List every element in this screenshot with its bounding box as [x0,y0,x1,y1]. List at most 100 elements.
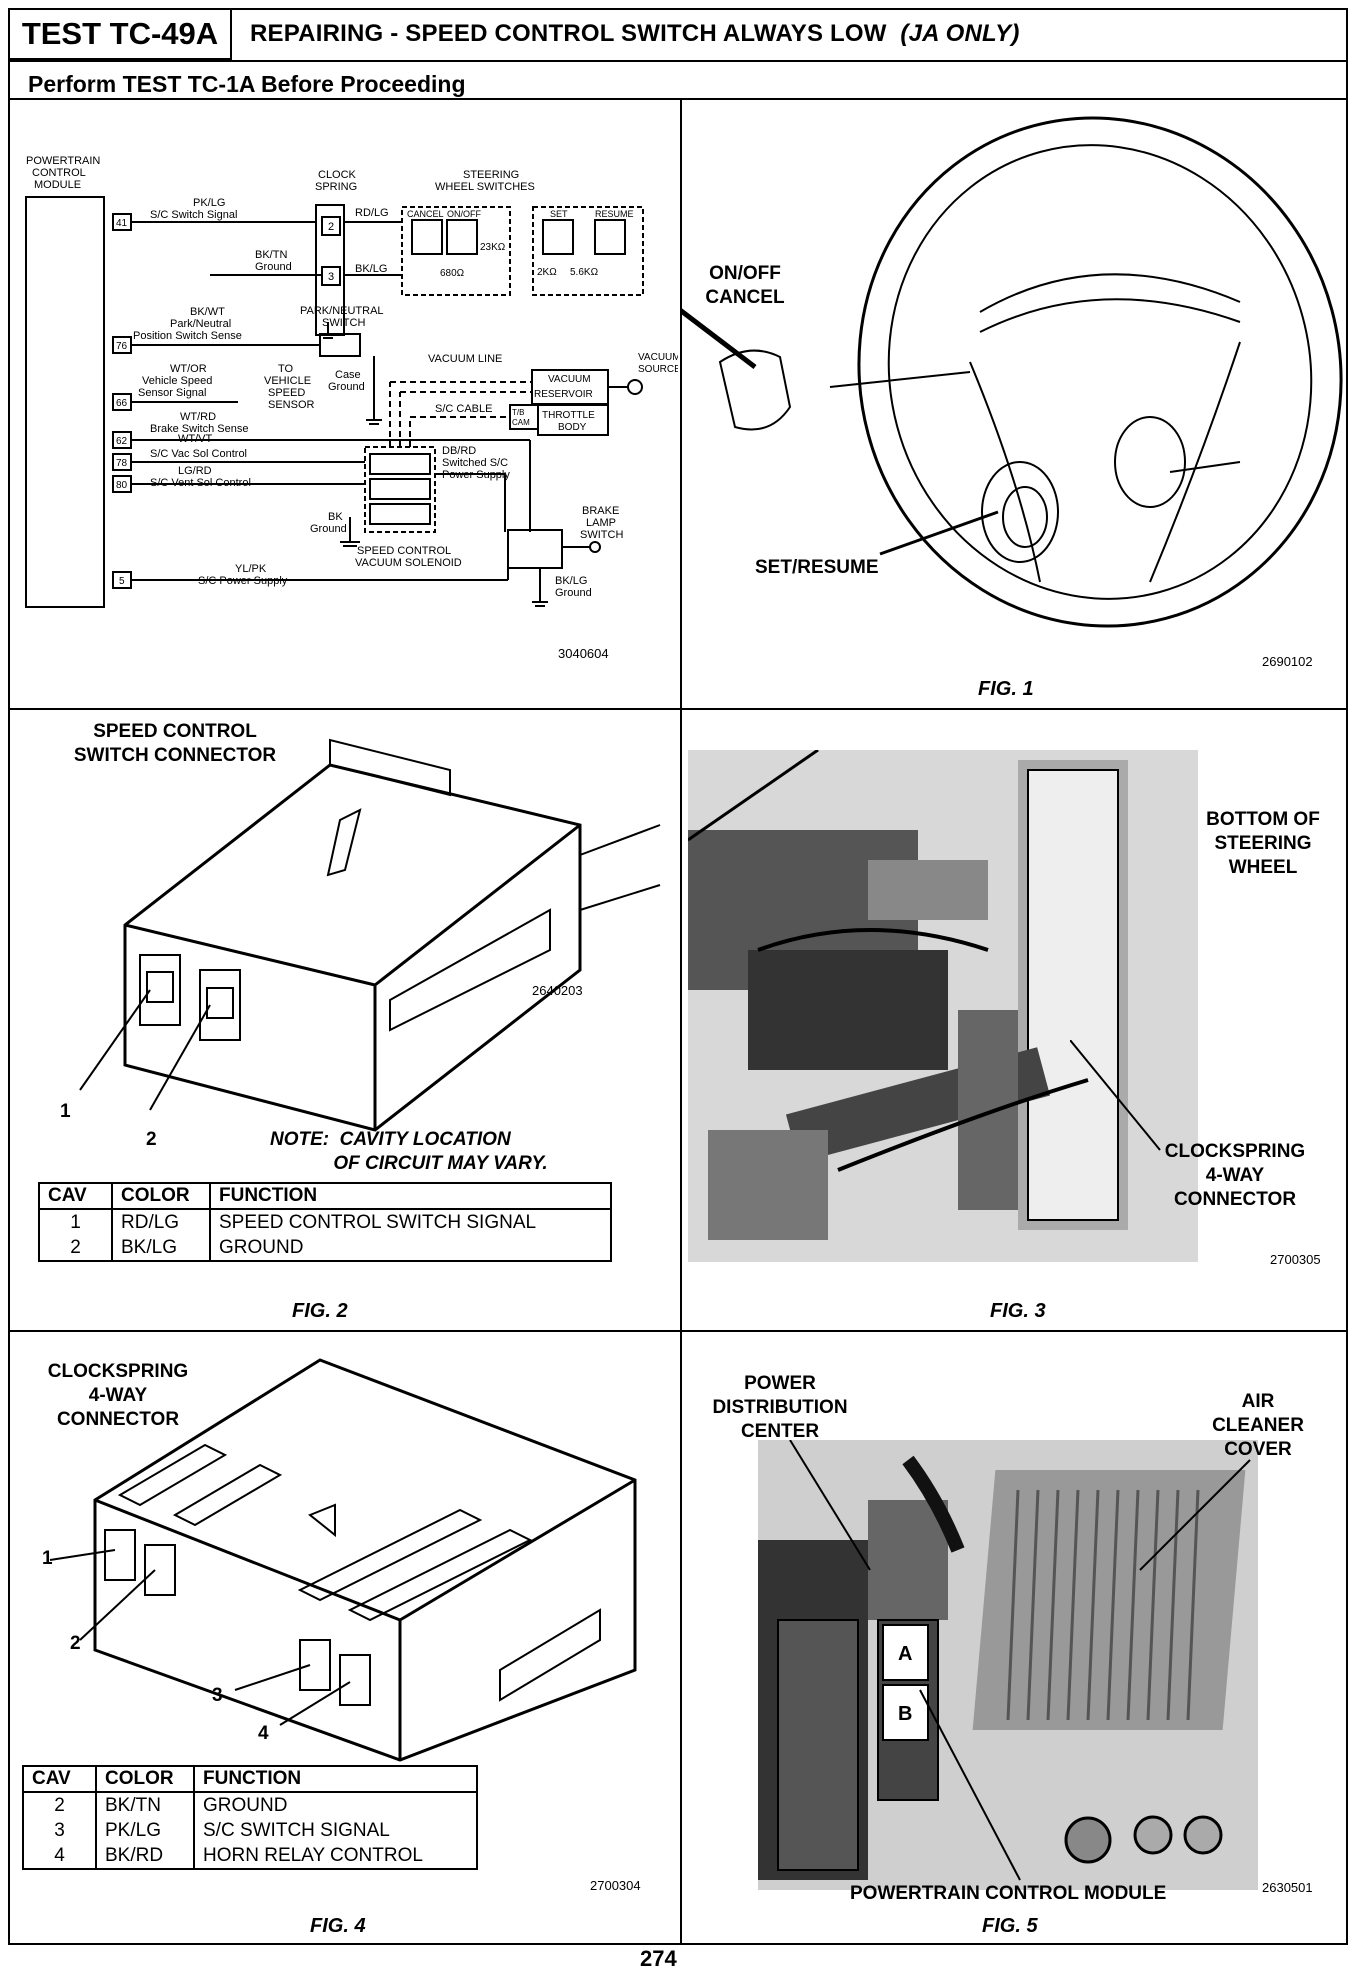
svg-text:BK/TN: BK/TN [255,249,287,261]
cav-cell: 1 [38,1209,113,1235]
cav-cell: 2 [22,1792,97,1818]
title-suffix: (JA ONLY) [900,20,1020,47]
fig2-title-text: SPEED CONTROL SWITCH CONNECTOR [73,721,277,766]
svg-text:Ground: Ground [310,523,347,535]
function-cell: GROUND [209,1235,612,1262]
svg-text:Case: Case [335,369,361,381]
fig5-code: 2630501 [1262,1880,1313,1895]
fig2-note: NOTE: CAVITY LOCATION OF CIRCUIT MAY VAR… [270,1129,548,1174]
svg-text:VACUUM: VACUUM [638,352,678,363]
fig3-leader-line [1070,1040,1161,1151]
title-text: REPAIRING - SPEED CONTROL SWITCH ALWAYS … [250,20,887,47]
air-cleaner-text: AIR CLEANER COVER [1212,1391,1304,1460]
svg-text:SPEED CONTROL: SPEED CONTROL [357,545,451,557]
grid-divider-1 [10,708,1346,710]
svg-text:SET: SET [550,209,568,219]
svg-text:YL/PK: YL/PK [235,563,267,575]
pcm-box [25,196,105,608]
fig5-conn-a: A [898,1643,912,1665]
fig4-callout-4: 4 [258,1723,269,1744]
figure-grid [8,100,1348,1945]
fig3-caption: FIG. 3 [990,1300,1046,1322]
header-divider [10,60,1346,62]
onoff-cancel-text: ON/OFF CANCEL [705,263,785,308]
svg-text:THROTTLE: THROTTLE [542,410,595,421]
svg-text:Ground: Ground [328,381,365,393]
fig3-photo [688,750,1198,1262]
color-cell: PK/LG [95,1818,195,1843]
fig2-th-cav: CAV [38,1182,113,1210]
svg-text:LAMP: LAMP [586,517,616,529]
svg-text:2KΩ: 2KΩ [537,267,557,278]
fig5-caption: FIG. 5 [982,1915,1038,1937]
svg-text:S/C CABLE: S/C CABLE [435,403,492,415]
svg-text:BRAKE: BRAKE [582,505,619,517]
color-cell: BK/RD [95,1843,195,1870]
svg-text:BODY: BODY [558,422,587,433]
svg-text:Brake Switch Sense: Brake Switch Sense [150,423,248,435]
fig3-label-bottom-wheel: BOTTOM OF STEERING WHEEL [1188,808,1338,880]
fig3-label-clockspring: CLOCKSPRING 4-WAY CONNECTOR [1145,1140,1325,1212]
svg-text:WT/VT: WT/VT [178,433,212,445]
svg-text:CONTROL: CONTROL [32,167,86,179]
fig2-callout-2: 2 [146,1129,157,1150]
cav-cell: 2 [38,1235,113,1262]
svg-text:PARK/NEUTRAL: PARK/NEUTRAL [300,305,384,317]
fig5-label-pdc: POWER DISTRIBUTION CENTER [690,1372,870,1444]
svg-text:SPRING: SPRING [315,181,357,193]
fig1-steering-wheel-illustration [680,116,1343,628]
fig2-th-color: COLOR [111,1182,211,1210]
color-cell: BK/LG [111,1235,211,1262]
color-cell: RD/LG [111,1209,211,1235]
svg-text:BK: BK [328,511,343,523]
grid-vertical-divider [680,100,682,1943]
fig5-label-air-cleaner: AIR CLEANER COVER [1178,1390,1338,1462]
svg-text:Ground: Ground [555,587,592,599]
svg-text:DB/RD: DB/RD [442,445,476,457]
svg-text:3: 3 [328,271,334,283]
svg-text:MODULE: MODULE [34,179,81,191]
cav-cell: 3 [22,1818,97,1843]
svg-text:WT/RD: WT/RD [180,411,216,423]
fig1-code: 2690102 [1262,654,1313,669]
svg-text:ON/OFF: ON/OFF [447,209,481,219]
test-id: TEST TC-49A [10,10,232,60]
svg-text:VACUUM: VACUUM [548,374,591,385]
svg-text:SWITCH: SWITCH [580,529,623,541]
pcm-label-1: POWERTRAIN [26,155,100,167]
svg-text:CLOCK: CLOCK [318,169,357,181]
fig4-title-text: CLOCKSPRING 4-WAY CONNECTOR [47,1361,189,1430]
fig5-label-pcm: POWERTRAIN CONTROL MODULE [850,1883,1167,1904]
svg-text:WT/OR: WT/OR [170,363,207,375]
fig1-label-onoff-cancel: ON/OFF CANCEL [690,262,800,310]
svg-text:VEHICLE: VEHICLE [264,375,311,387]
svg-text:VACUUM SOLENOID: VACUUM SOLENOID [355,557,462,569]
svg-text:66: 66 [116,398,128,409]
svg-text:SENSOR: SENSOR [268,399,315,411]
svg-text:SOURCE: SOURCE [638,364,678,375]
svg-text:41: 41 [116,218,128,229]
svg-text:BK/WT: BK/WT [190,306,225,318]
fig2-connector-illustration [79,738,661,1132]
svg-text:RESERVOIR: RESERVOIR [534,389,593,400]
test-subtitle: Perform TEST TC-1A Before Proceeding [28,71,466,97]
svg-text:Position Switch Sense: Position Switch Sense [133,330,242,342]
svg-text:680Ω: 680Ω [440,268,465,279]
fig4-code: 2700304 [590,1878,641,1893]
svg-text:TO: TO [278,363,294,375]
svg-text:Ground: Ground [255,261,292,273]
svg-text:WHEEL SWITCHES: WHEEL SWITCHES [435,181,535,193]
fig4-callout-3: 3 [212,1685,223,1706]
svg-text:78: 78 [116,458,128,469]
svg-text:SPEED: SPEED [268,387,305,399]
svg-text:CAM: CAM [512,418,530,427]
svg-text:SWITCH: SWITCH [322,317,365,329]
svg-text:BK/LG: BK/LG [555,575,587,587]
function-cell: GROUND [193,1792,478,1818]
color-cell: BK/TN [95,1792,195,1818]
svg-text:T/B: T/B [512,408,524,417]
